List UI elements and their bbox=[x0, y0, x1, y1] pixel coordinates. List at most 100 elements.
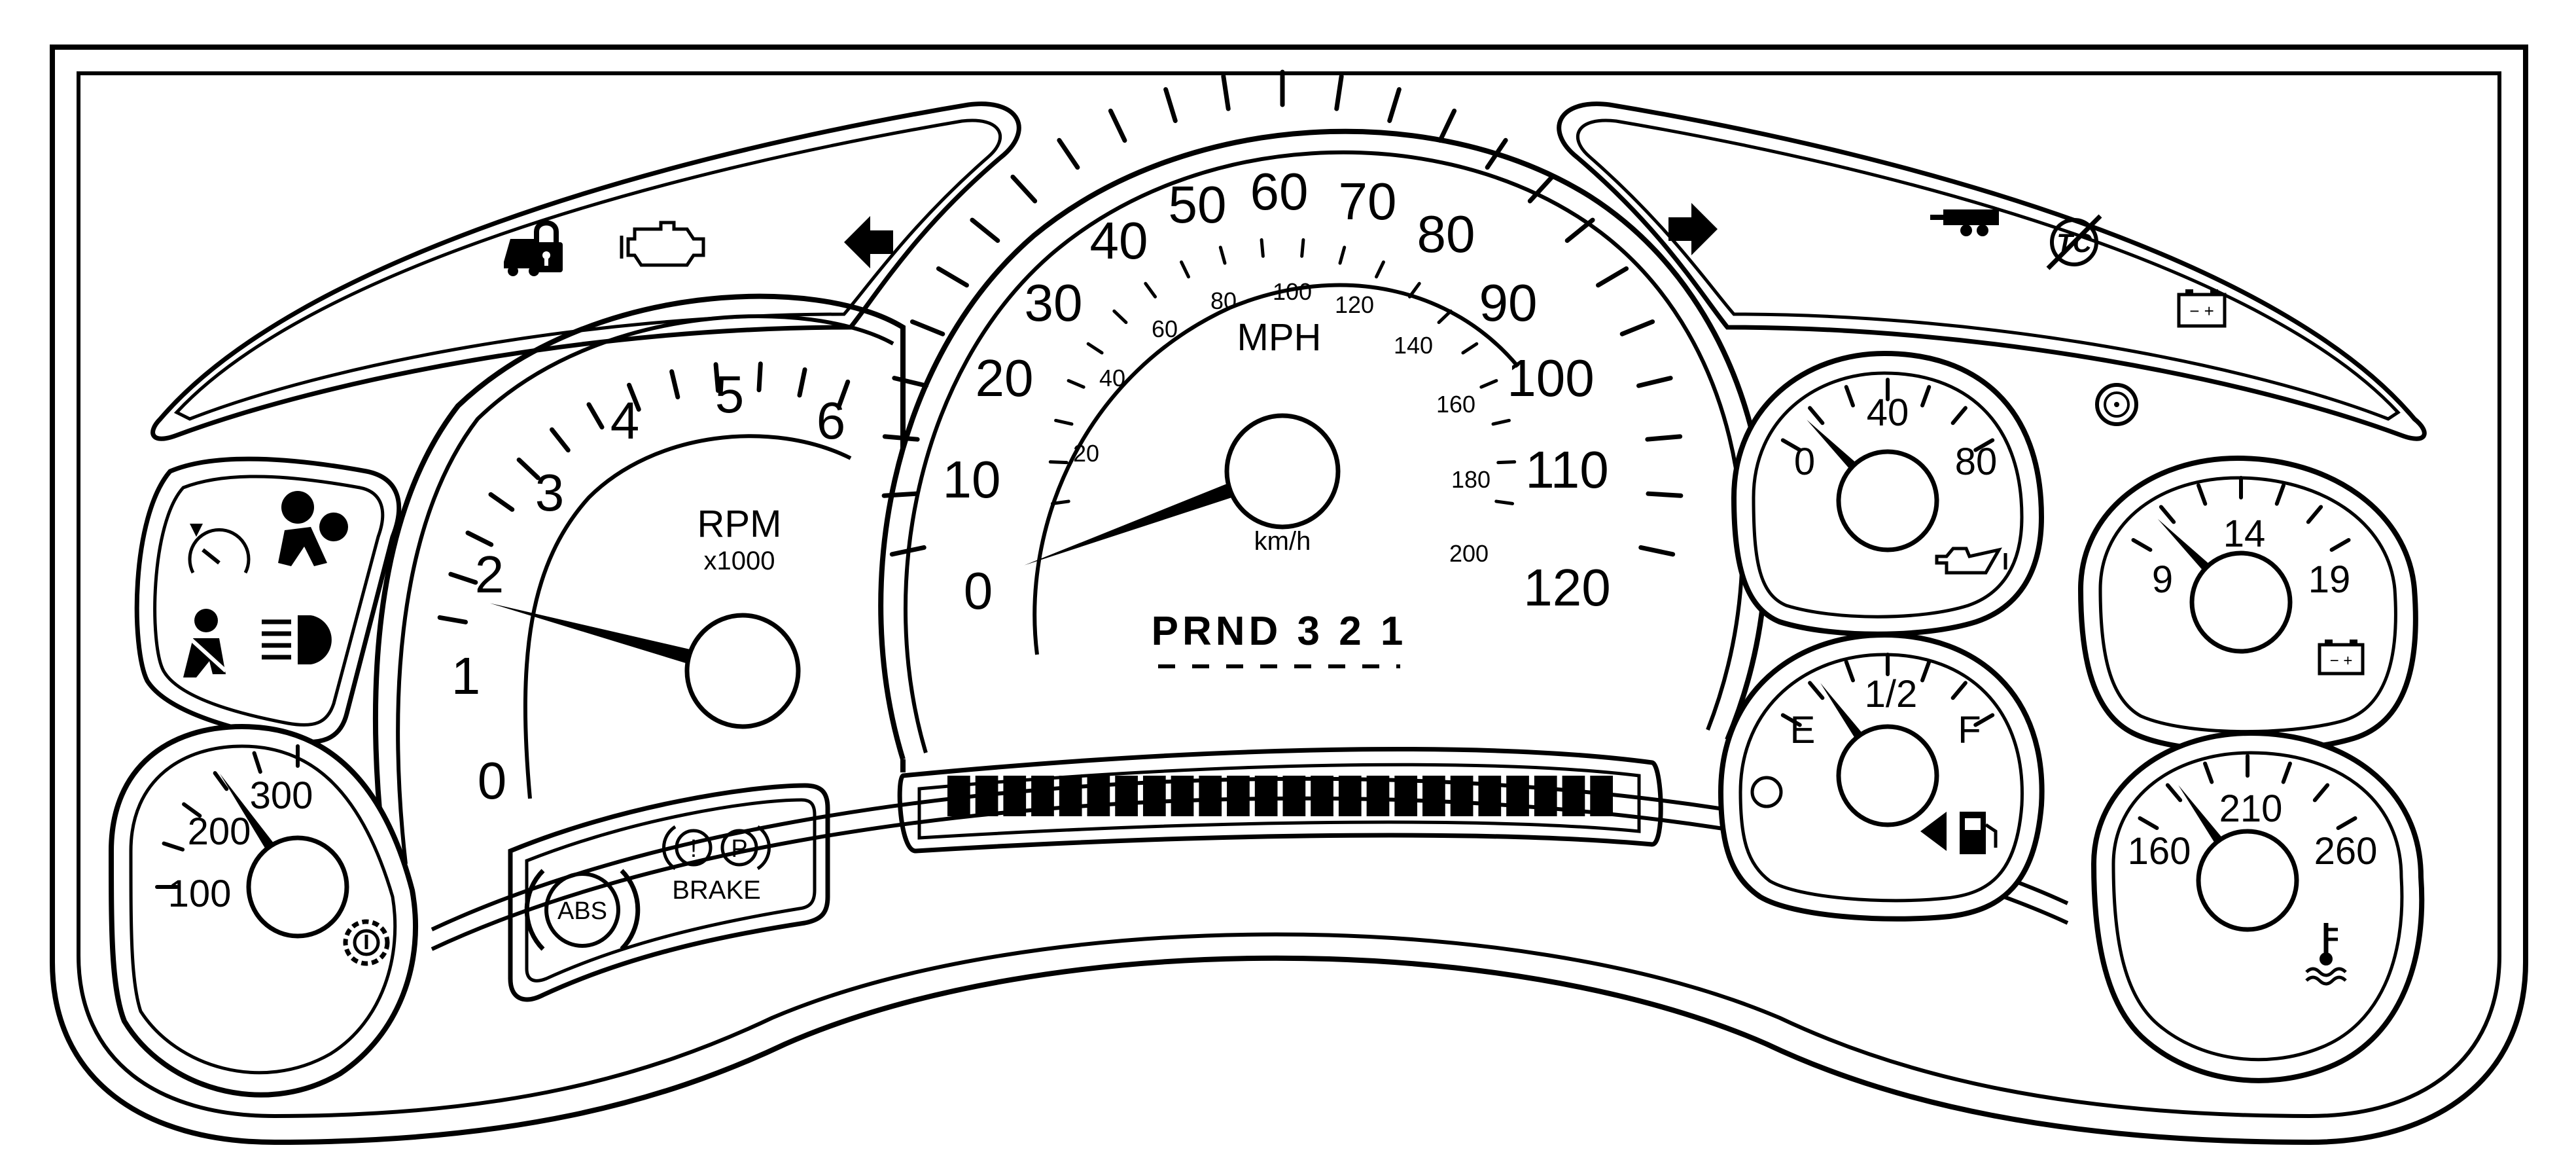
odometer-segment bbox=[1227, 776, 1250, 816]
volt-tick bbox=[2306, 505, 2323, 524]
seatbelt-icon bbox=[183, 609, 228, 677]
trans-tick bbox=[182, 802, 202, 818]
trip-reset-button[interactable] bbox=[2095, 383, 2138, 426]
tach-unit-label: RPM bbox=[697, 503, 782, 545]
kmh-label-160: 160 bbox=[1436, 391, 1475, 418]
kmh-tick bbox=[1054, 418, 1074, 426]
mph-tick bbox=[1636, 376, 1673, 388]
lock-car-icon bbox=[504, 220, 563, 276]
odometer-segment bbox=[1366, 776, 1390, 816]
tach-label-0: 0 bbox=[478, 751, 507, 810]
voltmeter-ticks bbox=[2131, 476, 2351, 552]
coolant-tick bbox=[2203, 761, 2214, 784]
tach-label-2: 2 bbox=[475, 545, 504, 604]
cruise-control-icon bbox=[188, 524, 251, 574]
tachometer-needle bbox=[489, 603, 745, 680]
speed-unit-label: MPH bbox=[1237, 316, 1322, 359]
trans-temp-gauge: 100 200 300 bbox=[108, 723, 419, 1098]
kmh-tick bbox=[1050, 499, 1070, 505]
trans-tick bbox=[252, 751, 262, 774]
fuel-tick bbox=[1780, 713, 1802, 727]
kmh-tick bbox=[1461, 342, 1479, 355]
coolant-temp-ticks bbox=[2138, 754, 2357, 830]
fuel-ticks bbox=[1780, 653, 1995, 727]
speedometer-hub bbox=[1224, 413, 1341, 530]
mph-label-30: 30 bbox=[1025, 274, 1083, 332]
left-telltale-pod bbox=[150, 101, 1021, 441]
mph-tick bbox=[882, 434, 920, 442]
trans-label-300: 300 bbox=[250, 774, 313, 817]
odometer-segment bbox=[1003, 776, 1027, 816]
fuel-label-f: F bbox=[1958, 709, 1981, 751]
odometer-segment bbox=[1450, 776, 1473, 816]
odometer-segment bbox=[1534, 776, 1557, 816]
mph-tick bbox=[1619, 319, 1655, 336]
odometer-segment bbox=[1254, 776, 1278, 816]
tach-tick bbox=[437, 615, 468, 624]
mph-label-110: 110 bbox=[1525, 441, 1609, 499]
odometer-segments bbox=[947, 776, 1613, 816]
mph-tick bbox=[1010, 174, 1038, 204]
coolant-tick bbox=[2312, 783, 2330, 803]
kmh-label-200: 200 bbox=[1449, 540, 1489, 567]
trans-label-200: 200 bbox=[188, 810, 251, 853]
battery-icon: − + bbox=[2177, 289, 2227, 328]
kmh-label-180: 180 bbox=[1451, 466, 1491, 493]
mph-tick bbox=[1638, 545, 1676, 557]
tach-tick bbox=[836, 379, 851, 409]
kmh-tick bbox=[1338, 245, 1347, 265]
traction-control-off-icon: TC bbox=[2046, 214, 2102, 270]
brake-warning-icon: ! P BRAKE bbox=[662, 825, 771, 905]
volt-tick bbox=[2159, 505, 2176, 524]
mph-tick bbox=[1438, 108, 1457, 143]
mph-label-40: 40 bbox=[1090, 211, 1148, 270]
tach-tick bbox=[448, 571, 478, 585]
mph-tick bbox=[970, 217, 1000, 244]
kmh-label-60: 60 bbox=[1152, 316, 1178, 342]
odometer-segment bbox=[975, 776, 998, 816]
mph-label-20: 20 bbox=[976, 349, 1034, 407]
mph-tick bbox=[1057, 137, 1080, 170]
coolant-tick bbox=[2336, 816, 2357, 830]
mph-label-70: 70 bbox=[1339, 172, 1397, 230]
tach-tick bbox=[465, 530, 494, 547]
trans-temp-ticks bbox=[155, 744, 300, 889]
speedometer: 0 10 20 30 40 50 60 70 80 90 100 110 120… bbox=[878, 69, 1769, 761]
oil-pressure-hub bbox=[1836, 449, 1939, 552]
brake-label: BRAKE bbox=[672, 876, 761, 905]
oil-pressure-gauge: 0 40 80 bbox=[1731, 350, 2045, 637]
svg-text:− +: − + bbox=[2189, 301, 2214, 321]
mph-ticks bbox=[881, 69, 1684, 557]
fuel-tick bbox=[1808, 681, 1825, 700]
fuel-label-e: E bbox=[1790, 709, 1816, 751]
kmh-label-40: 40 bbox=[1099, 365, 1125, 391]
fuel-hub bbox=[1836, 724, 1939, 827]
tachometer-hub bbox=[684, 613, 801, 729]
fuel-tick bbox=[1973, 713, 1995, 727]
oil-tick bbox=[1844, 385, 1855, 408]
kmh-tick bbox=[1180, 260, 1190, 279]
odometer-segment bbox=[1199, 776, 1222, 816]
coolant-temp-hub bbox=[2196, 829, 2299, 932]
mph-tick bbox=[1108, 108, 1127, 143]
coolant-label-160: 160 bbox=[2128, 830, 2191, 873]
check-engine-icon bbox=[620, 221, 705, 267]
fuel-low-indicator bbox=[1750, 776, 1783, 808]
tachometer-ticks bbox=[437, 361, 851, 624]
svg-text:!: ! bbox=[690, 835, 697, 863]
mph-tick bbox=[889, 545, 926, 557]
tach-label-3: 3 bbox=[535, 463, 565, 522]
kmh-tick bbox=[1067, 379, 1085, 389]
speed-secondary-unit-label: km/h bbox=[1254, 527, 1311, 556]
kmh-tick bbox=[1300, 238, 1305, 258]
tach-tick bbox=[586, 402, 605, 430]
kmh-tick bbox=[1112, 309, 1128, 325]
kmh-tick bbox=[1144, 281, 1157, 298]
odometer-segment bbox=[1311, 776, 1333, 816]
left-turn-arrow-icon bbox=[844, 216, 893, 268]
odometer-segment bbox=[1142, 776, 1166, 816]
kmh-label-80: 80 bbox=[1210, 287, 1237, 314]
mph-label-100: 100 bbox=[1507, 349, 1594, 407]
kmh-tick bbox=[1479, 379, 1498, 389]
trans-temp-hub bbox=[246, 835, 349, 939]
